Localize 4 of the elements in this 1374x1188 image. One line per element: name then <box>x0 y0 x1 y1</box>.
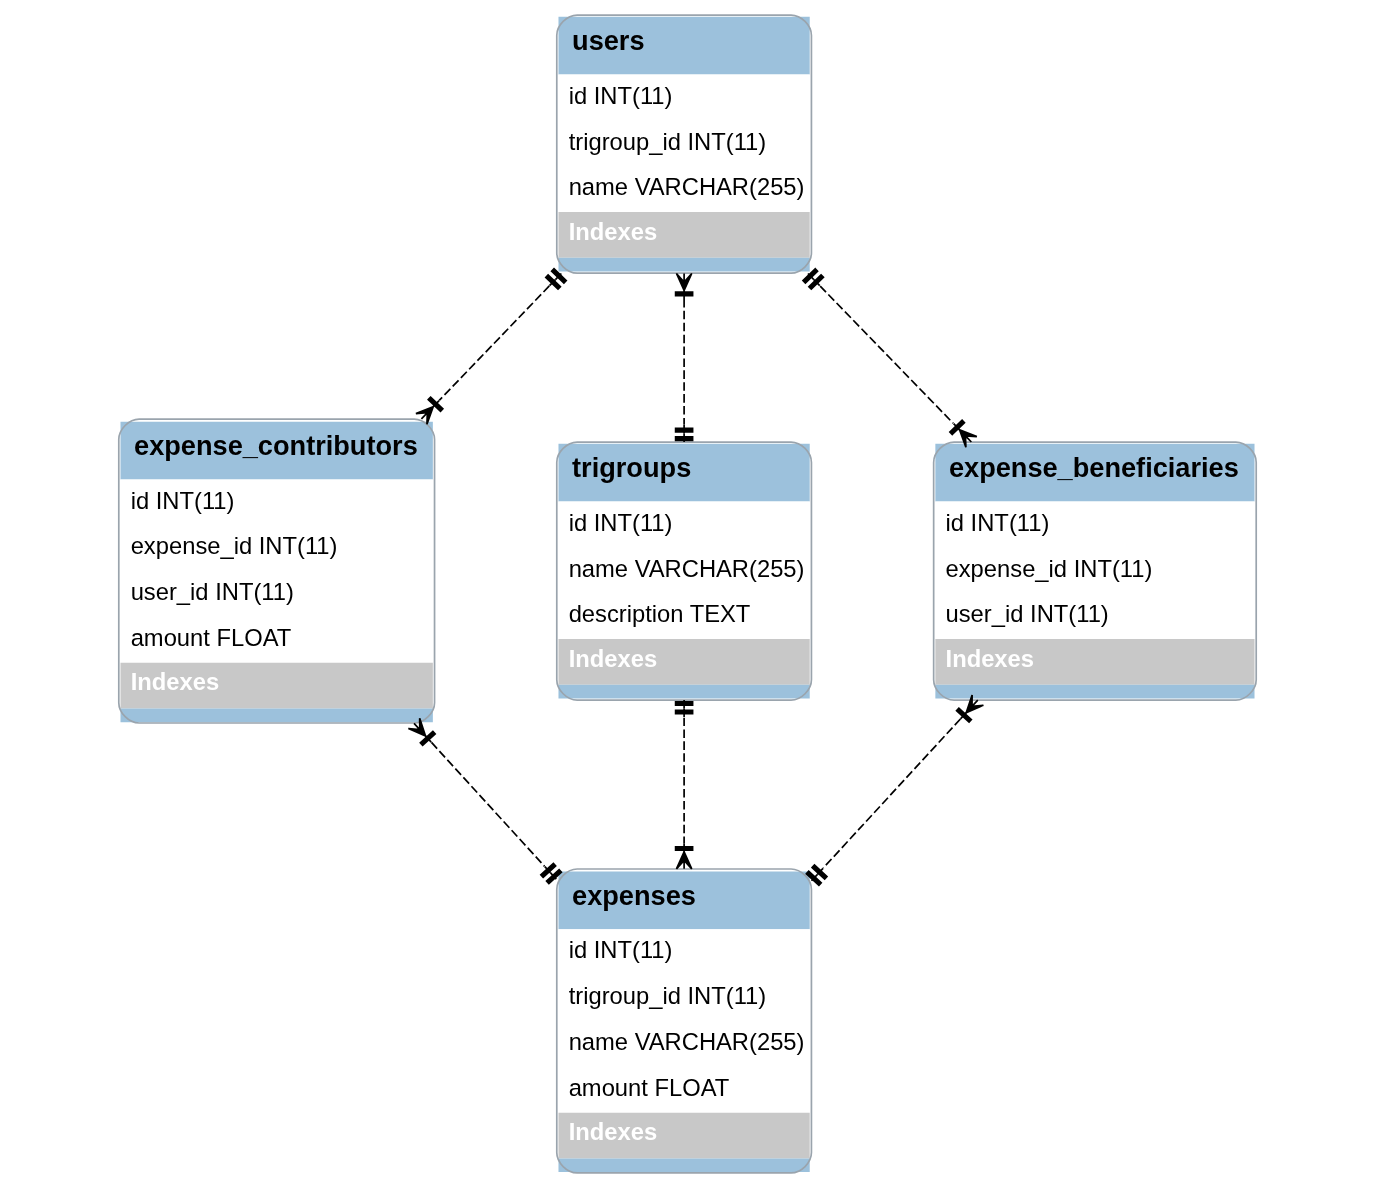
connector <box>407 717 563 885</box>
connector <box>804 694 984 887</box>
connector <box>801 267 978 449</box>
connector <box>414 267 567 426</box>
